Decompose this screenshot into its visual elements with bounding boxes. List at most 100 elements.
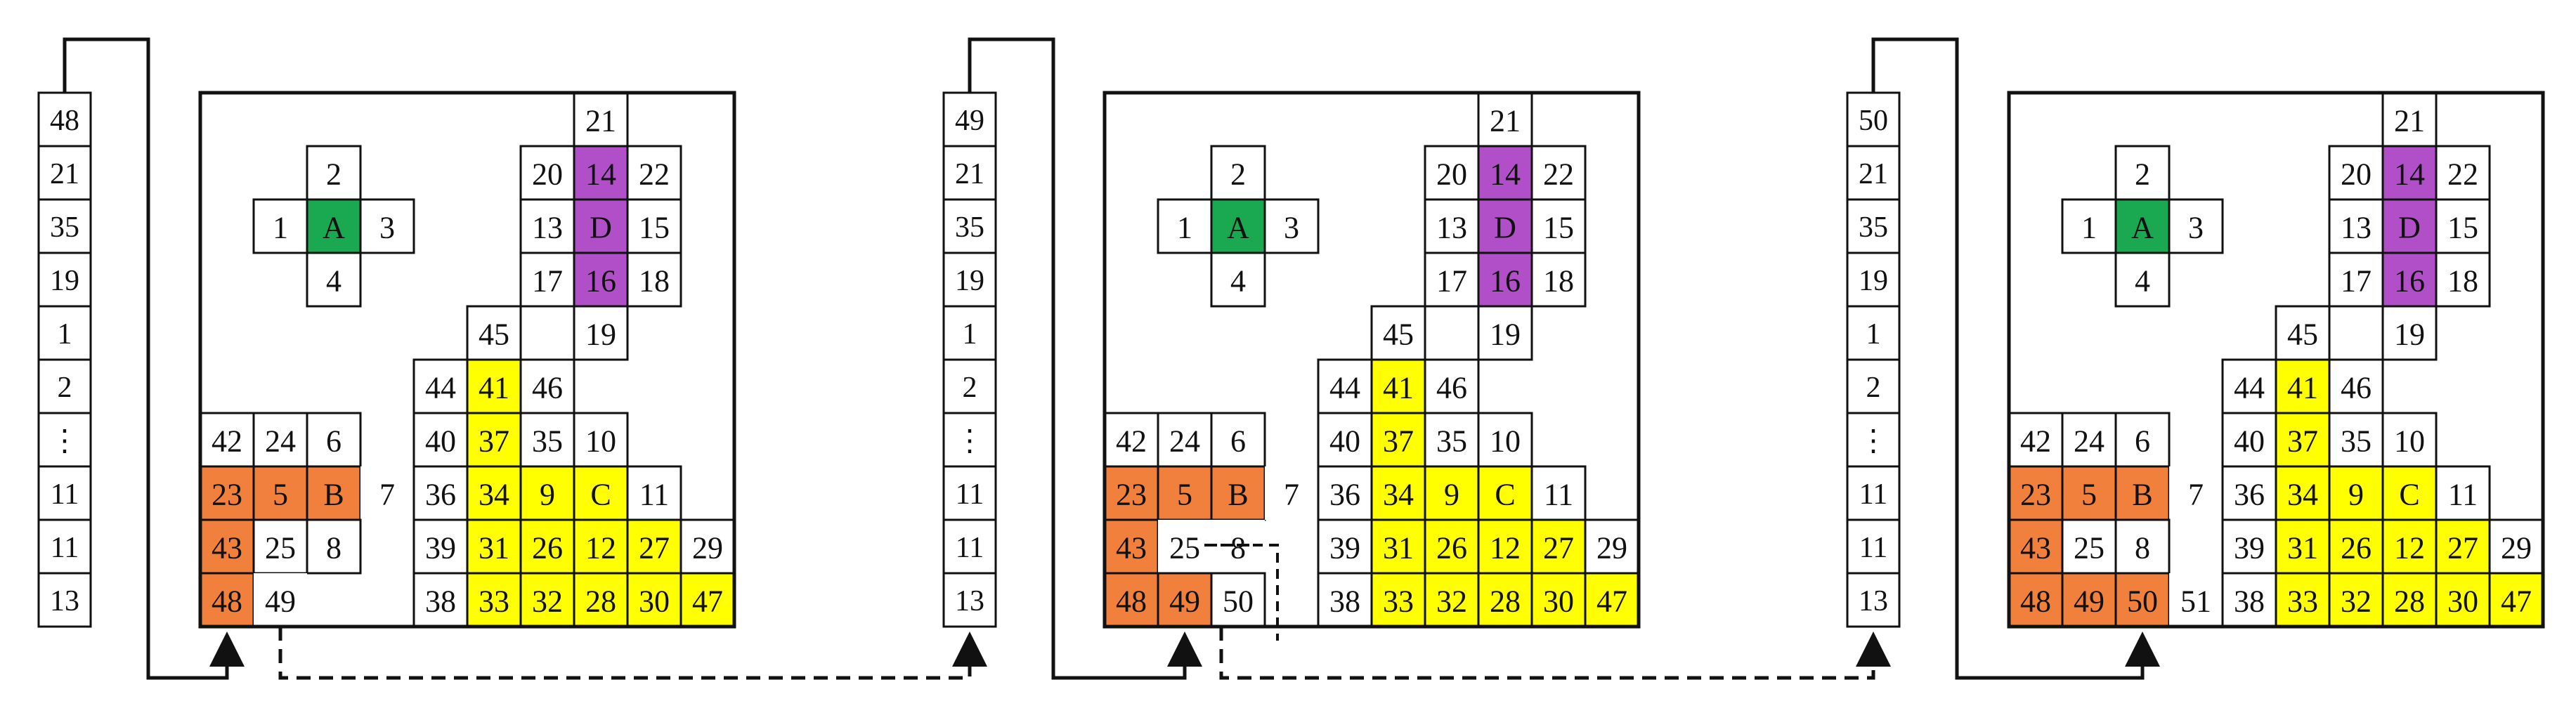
grid-cell-label: 12 (585, 531, 616, 565)
grid-cell-label: 48 (1116, 584, 1147, 619)
grid-cell-label: 49 (2074, 584, 2105, 619)
grid-cell (2328, 465, 2384, 521)
stack-cell-label: 2 (1866, 372, 1881, 404)
grid-cell (679, 518, 736, 575)
grid-cell-label: 11 (1544, 478, 1573, 512)
grid-cell-label: 29 (1596, 531, 1627, 565)
grid-cell-label: 12 (1490, 531, 1521, 565)
stack-cell (37, 465, 92, 521)
grid-cell-label: 22 (639, 157, 670, 192)
solid-connector (968, 37, 1202, 680)
grid-cell (306, 518, 362, 575)
grid-cell (1210, 412, 1266, 468)
grid-cell (679, 572, 736, 628)
grid-cell-label: 26 (2341, 531, 2372, 565)
grid-cell-label: 38 (2234, 584, 2265, 619)
stack-cell-label: 50 (1859, 105, 1888, 137)
grid-cell-label: 11 (2448, 478, 2478, 512)
grid-cell (1477, 412, 1533, 468)
grid-cell-label: 48 (212, 584, 242, 619)
grid-cell-label: 41 (2287, 371, 2318, 405)
stack-cell-label: 2 (963, 372, 977, 404)
stack-cell-label: 13 (50, 585, 79, 617)
grid-cell (1157, 198, 1213, 254)
grid-cell-label: 34 (479, 478, 509, 512)
grid-cell-label: 35 (1436, 424, 1467, 459)
grid-cell (2488, 518, 2544, 575)
grid-cell (2061, 412, 2117, 468)
grid-cell-label: 18 (2447, 264, 2478, 299)
grid-cell-label: 24 (2074, 424, 2105, 459)
grid-cell (573, 412, 629, 468)
grid-cell-label: 7 (1284, 478, 1299, 512)
grid-cell-label: 47 (1596, 584, 1627, 619)
grid-cell-label: 36 (1329, 478, 1360, 512)
grid-cell (2328, 518, 2384, 575)
grid-cell (1157, 465, 1213, 521)
grid-cell (466, 358, 522, 414)
grid-cell (2114, 145, 2171, 201)
grid-cell (2488, 572, 2544, 628)
stack-cell (37, 251, 92, 308)
grid-cell (306, 198, 362, 254)
grid-cell-label: 28 (2394, 584, 2425, 619)
grid-cell-label: 50 (2127, 584, 2158, 619)
grid-cell-label: 31 (2287, 531, 2318, 565)
grid-cell (573, 465, 629, 521)
grid-cell-label: 34 (2287, 478, 2318, 512)
grid-cell-label: C (1495, 478, 1515, 512)
grid-cell (2435, 572, 2491, 628)
grid-cell-label: 11 (639, 478, 669, 512)
stack-cell (1846, 412, 1901, 468)
grid-cell (626, 465, 682, 521)
grid-cell-label: 27 (639, 531, 670, 565)
grid-cell-label: 39 (2234, 531, 2265, 565)
grid-cell (2328, 251, 2384, 308)
grid-cell-label: 46 (532, 371, 563, 405)
stack-cell-label: 21 (1859, 158, 1888, 190)
grid-cell-label: 36 (425, 478, 456, 512)
grid-cell-label: 27 (2447, 531, 2478, 565)
grid-cell-label: 23 (212, 478, 242, 512)
grid-cell (1424, 358, 1480, 414)
grid-cell-label: 48 (2020, 584, 2051, 619)
dashed-connector (1204, 544, 1279, 641)
grid-cell-label: 23 (1116, 478, 1147, 512)
grid-cell-label: 10 (2394, 424, 2425, 459)
grid-cell (2435, 251, 2491, 308)
grid-cell-label: B (323, 478, 344, 512)
grid-cell (519, 358, 575, 414)
panel-frame (2007, 91, 2545, 629)
grid-cell-label: 13 (1436, 211, 1467, 245)
grid-cell-label: 5 (273, 478, 288, 512)
grid-cell-label: 34 (1383, 478, 1414, 512)
grid-cell-label: 31 (479, 531, 509, 565)
grid-cell (2435, 465, 2491, 521)
grid-cell-label: 8 (1230, 531, 1246, 565)
grid-cell-label: 40 (1329, 424, 1360, 459)
grid-cell-label: 22 (1543, 157, 1574, 192)
grid-cell-label: B (2132, 478, 2152, 512)
grid-cell-label: 30 (1543, 584, 1574, 619)
grid-cell-label: 42 (1116, 424, 1147, 459)
grid-cell-label: 1 (2081, 211, 2097, 245)
grid-cell-label: 42 (2020, 424, 2051, 459)
grid-cell (466, 518, 522, 575)
grid-cell (1157, 412, 1213, 468)
grid-cell-label: 3 (2188, 211, 2204, 245)
grid-cell (1317, 358, 1373, 414)
grid-cell-label: 25 (2074, 531, 2105, 565)
grid-cell (1477, 465, 1533, 521)
grid-cell (1210, 198, 1266, 254)
grid-cell (1317, 518, 1373, 575)
grid-cell-label: 7 (379, 478, 395, 512)
stack-cell-label: 35 (1859, 211, 1888, 244)
grid-cell-label: 16 (2394, 264, 2425, 299)
grid-cell-label: 33 (1383, 584, 1414, 619)
grid-cell-label: 21 (1490, 104, 1521, 138)
grid-cell (2435, 198, 2491, 254)
grid-cell (626, 251, 682, 308)
grid-cell (519, 412, 575, 468)
grid-cell-label: 2 (326, 157, 341, 192)
grid-cell-label: 38 (1329, 584, 1360, 619)
